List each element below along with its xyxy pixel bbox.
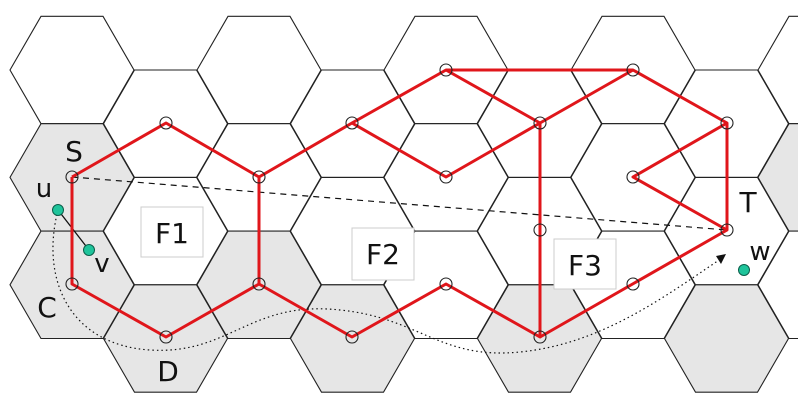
vertex-circle <box>533 330 547 344</box>
vertex-circle <box>720 116 734 130</box>
label-f3: F3 <box>568 249 602 282</box>
vertex-circle <box>439 63 453 77</box>
face-label-f2: F2 <box>351 227 415 281</box>
red-path-segment <box>631 121 728 232</box>
label-t: T <box>738 186 757 219</box>
red-path-segment <box>539 68 634 125</box>
label-s: S <box>65 135 83 168</box>
label-c: C <box>37 291 57 324</box>
vertex-circle <box>65 277 79 291</box>
vertex-circle <box>626 277 640 291</box>
vertex-circle <box>252 170 266 184</box>
dotted-curve-arrowhead <box>716 254 726 264</box>
vertex-circle <box>345 116 359 130</box>
red-path-group <box>70 68 729 339</box>
vertex-circle <box>345 330 359 344</box>
point-w <box>738 264 750 276</box>
label-f2: F2 <box>366 238 400 271</box>
vertex-circle <box>533 116 547 130</box>
face-label-f3: F3 <box>553 238 617 290</box>
point-u <box>52 204 64 216</box>
red-path-segment <box>351 121 541 179</box>
label-v: v <box>94 249 109 279</box>
green-points <box>52 204 750 276</box>
vertex-circle <box>159 116 173 130</box>
vertex-circle <box>626 170 640 184</box>
vertex-circle <box>720 223 734 237</box>
vertex-circle <box>252 277 266 291</box>
point-v <box>83 244 95 256</box>
vertex-circle <box>439 277 453 291</box>
vertex-circle <box>533 223 547 237</box>
vertex-circle <box>65 170 79 184</box>
vertex-circle <box>159 330 173 344</box>
label-w: w <box>749 237 770 267</box>
dotted-curve <box>52 209 723 354</box>
label-f1: F1 <box>155 217 189 250</box>
hex-cell <box>757 230 798 340</box>
vertex-circles <box>65 63 734 344</box>
face-label-f1: F1 <box>140 206 204 258</box>
vertex-circle <box>439 170 453 184</box>
label-u: u <box>36 174 52 204</box>
label-d: D <box>157 355 179 388</box>
vertex-circle <box>626 63 640 77</box>
